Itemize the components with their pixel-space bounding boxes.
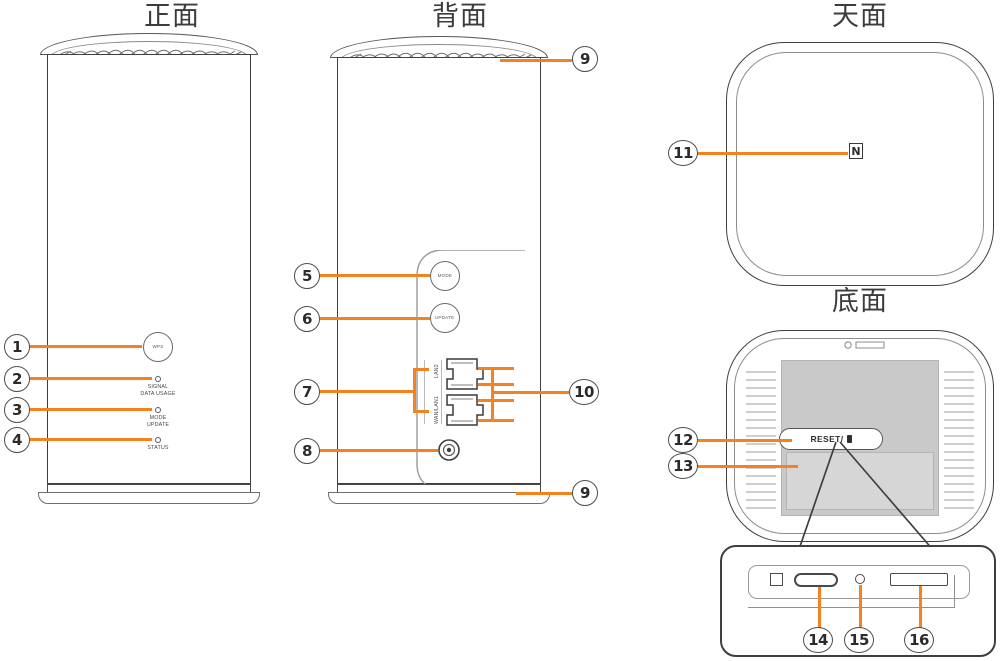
- callout-4[interactable]: 4: [4, 427, 30, 453]
- leader-line-10: [491, 391, 569, 395]
- status-led: [155, 437, 161, 443]
- port-label-rule-left: [424, 360, 425, 424]
- leader-bracket-7-top: [413, 368, 429, 372]
- front-body: [47, 54, 251, 484]
- reset-label: RESET/: [810, 434, 844, 444]
- callout-11[interactable]: 11: [668, 140, 698, 166]
- lan2-port-label: LAN2: [434, 364, 440, 378]
- front-foot-lip: [38, 492, 260, 504]
- leader-10-c: [478, 399, 514, 403]
- leader-line-4: [30, 438, 152, 442]
- callout-15[interactable]: 15: [844, 627, 874, 653]
- leader-line-14: [818, 587, 822, 629]
- callout-7[interactable]: 7: [294, 379, 320, 405]
- wps-button-label: WPS: [152, 344, 164, 350]
- signal-data-usage-led: [155, 376, 161, 382]
- leader-bracket-7-bottom: [413, 410, 429, 414]
- view-title-bottom: 底面: [832, 286, 888, 317]
- detail-expansion-wedge: [790, 440, 960, 560]
- detail-edge-line: [748, 607, 954, 609]
- leader-line-3: [30, 408, 152, 412]
- leader-line-12: [698, 439, 792, 443]
- connector-detail-panel: 14 15 16: [720, 545, 996, 657]
- port-label-rule-right: [441, 360, 442, 424]
- leader-line-9-bottom: [516, 492, 572, 496]
- callout-5[interactable]: 5: [294, 263, 320, 289]
- callout-3[interactable]: 3: [4, 397, 30, 423]
- bottom-plate-label-area: [786, 452, 934, 510]
- top-shell-inner: [736, 52, 984, 276]
- leader-line-13: [698, 465, 798, 469]
- sim-slot[interactable]: [890, 573, 948, 586]
- bottom-top-notch: [840, 338, 890, 352]
- callout-1[interactable]: 1: [4, 334, 30, 360]
- view-title-top: 天面: [832, 1, 888, 32]
- leader-line-7: [320, 390, 416, 394]
- lan-ports[interactable]: [443, 357, 485, 427]
- callout-9-top[interactable]: 9: [572, 46, 598, 72]
- leader-line-9-top: [500, 59, 572, 63]
- bottom-vent-right: [942, 368, 976, 514]
- detail-edge-line-vert: [954, 575, 956, 608]
- leader-line-15: [859, 585, 863, 629]
- update-button[interactable]: UPDATE: [430, 303, 460, 333]
- leader-10-b: [478, 383, 514, 387]
- callout-14[interactable]: 14: [803, 627, 833, 653]
- dc-power-jack[interactable]: [437, 438, 461, 462]
- mode-button[interactable]: MODE: [430, 261, 460, 291]
- leader-line-8: [320, 449, 438, 453]
- view-title-front: 正面: [144, 1, 200, 32]
- callout-6[interactable]: 6: [294, 306, 320, 332]
- data-usage-led-label: DATA USAGE: [140, 391, 176, 397]
- leader-line-11: [698, 152, 848, 156]
- mode-update-led: [155, 407, 161, 413]
- callout-8[interactable]: 8: [294, 438, 320, 464]
- callout-13[interactable]: 13: [668, 453, 698, 479]
- leader-line-1: [30, 345, 142, 349]
- callout-10[interactable]: 10: [569, 379, 599, 405]
- wan-lan1-port-label: WAN/LAN1: [434, 396, 440, 424]
- wps-button[interactable]: WPS: [143, 332, 173, 362]
- detail-square-marker-icon: [770, 573, 783, 586]
- nfc-mark: N: [849, 143, 863, 159]
- leader-line-2: [30, 377, 152, 381]
- reset-hole[interactable]: RESET/: [779, 428, 883, 450]
- mode-led-label: MODE: [149, 415, 167, 421]
- callout-12[interactable]: 12: [668, 427, 698, 453]
- leader-line-5: [320, 274, 430, 278]
- leader-line-16: [919, 586, 923, 629]
- reset-sim-glyph-icon: [846, 435, 852, 443]
- nfc-mark-label: N: [851, 144, 861, 158]
- leader-bracket-7: [413, 368, 417, 413]
- signal-led-label: SIGNAL: [147, 384, 169, 390]
- callout-9-bottom[interactable]: 9: [572, 480, 598, 506]
- pinhole[interactable]: [855, 574, 865, 584]
- leader-10-d: [478, 419, 514, 423]
- update-button-label: UPDATE: [435, 315, 455, 321]
- update-led-label: UPDATE: [146, 422, 170, 428]
- usb-c-port[interactable]: [794, 573, 838, 587]
- view-title-rear: 背面: [432, 1, 488, 32]
- status-led-label: STATUS: [147, 445, 169, 451]
- leader-10-a: [478, 367, 514, 371]
- callout-2[interactable]: 2: [4, 366, 30, 392]
- leader-line-6: [320, 317, 430, 321]
- callout-16[interactable]: 16: [904, 627, 934, 653]
- mode-button-label: MODE: [437, 273, 453, 279]
